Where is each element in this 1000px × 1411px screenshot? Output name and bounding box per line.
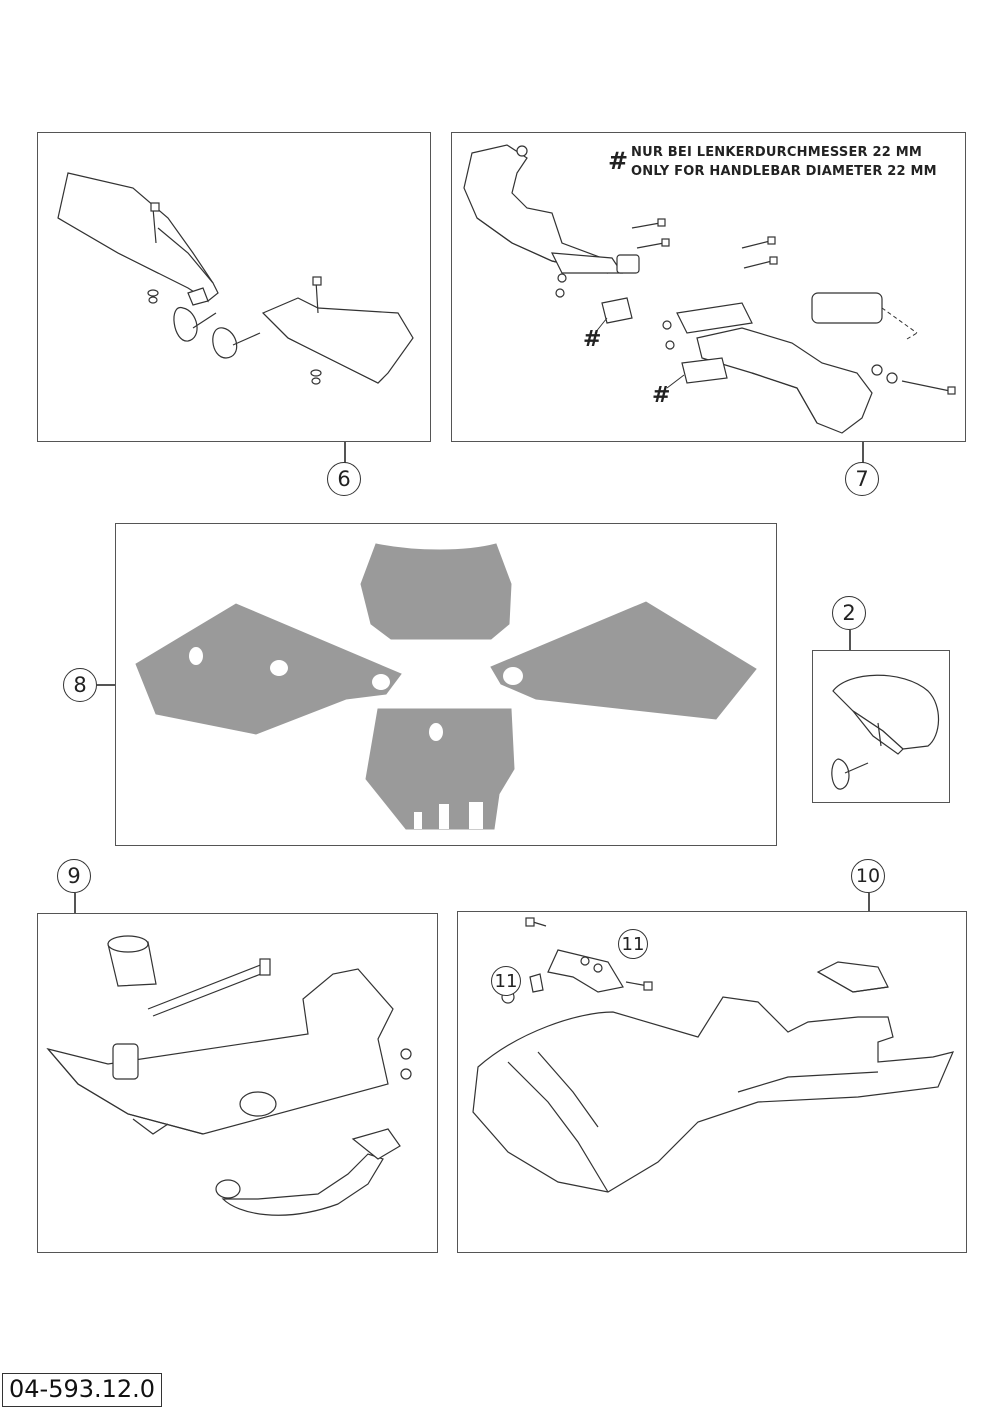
callout-2: 2 [832, 596, 866, 630]
hand-guard-22mm-illustration [463, 144, 956, 434]
panel-hand-guards-6 [37, 132, 431, 442]
panel-skid-plate-9 [37, 913, 438, 1253]
leader-8 [97, 684, 116, 686]
note-line-english: ONLY FOR HANDLEBAR DIAMETER 22 MM [631, 164, 937, 179]
panel-decals-8 [115, 523, 777, 846]
note-hash-symbol: # [608, 147, 629, 175]
callout-9: 9 [57, 859, 91, 893]
hash-marker-1: # [583, 327, 602, 352]
callout-8: 8 [63, 668, 97, 702]
callout-11-nut: 11 [491, 966, 521, 996]
leader-9 [74, 893, 76, 913]
note-line-german: NUR BEI LENKERDURCHMESSER 22 MM [631, 145, 922, 160]
decal-set-illustration [135, 543, 757, 830]
callout-7: 7 [845, 462, 879, 496]
leader-2 [849, 630, 851, 650]
engine-guard-illustration [472, 917, 955, 1193]
hash-marker-2: # [652, 383, 671, 408]
skid-plate-illustration [46, 935, 412, 1216]
callout-10: 10 [851, 859, 885, 893]
callout-11-bracket: 11 [618, 929, 648, 959]
panel-hand-guards-7: # NUR BEI LENKERDURCHMESSER 22 MM ONLY F… [451, 132, 966, 442]
panel-engine-guard-10: 11 11 [457, 911, 967, 1253]
leader-7 [862, 442, 864, 463]
leader-10 [868, 893, 870, 913]
seat-part-illustration [831, 674, 940, 790]
callout-6: 6 [327, 462, 361, 496]
panel-seat-part-2 [812, 650, 950, 803]
leader-6 [344, 442, 346, 463]
hand-guard-illustration [57, 172, 414, 385]
handlebar-note: NUR BEI LENKERDURCHMESSER 22 MM ONLY FOR… [631, 143, 937, 181]
document-number: 04-593.12.0 [2, 1373, 163, 1407]
